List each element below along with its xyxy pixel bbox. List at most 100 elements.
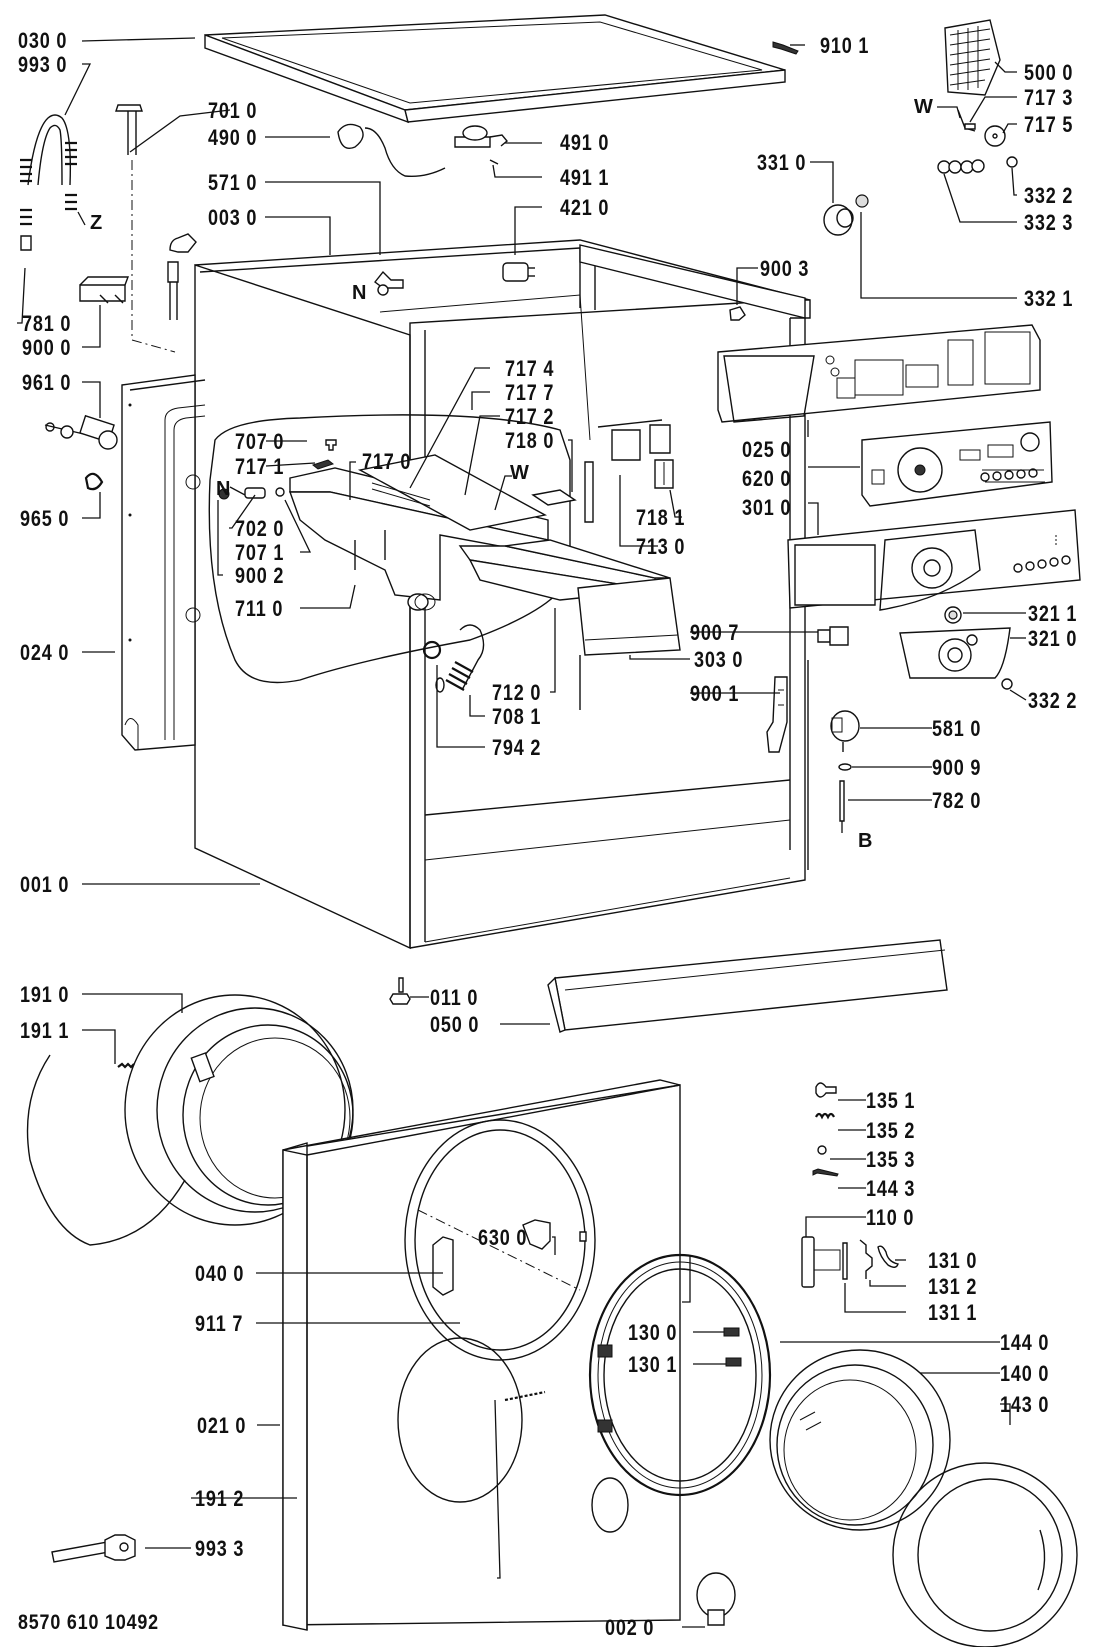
door-glass-part[interactable]	[770, 1350, 950, 1530]
part-label-782-0[interactable]: 782 0	[932, 788, 982, 813]
part-label-581-0[interactable]: 581 0	[932, 716, 982, 741]
part-label-717-5[interactable]: 717 5	[1024, 112, 1074, 137]
part-label-003-0[interactable]: 003 0	[208, 205, 258, 230]
part-label-331-0[interactable]: 331 0	[757, 150, 807, 175]
part-label-630-0[interactable]: 630 0	[478, 1225, 528, 1250]
part-label-781-0[interactable]: 781 0	[22, 311, 72, 336]
part-label-135-1[interactable]: 135 1	[866, 1088, 916, 1113]
part-label-140-0[interactable]: 140 0	[1000, 1361, 1050, 1386]
part-label-191-1[interactable]: 191 1	[20, 1018, 70, 1043]
part-label-900-2[interactable]: 900 2	[235, 563, 285, 588]
part-label-491-0[interactable]: 491 0	[560, 130, 610, 155]
clip-900-3-part[interactable]	[730, 307, 745, 320]
part-label-332-2-bottom[interactable]: 332 2	[1028, 688, 1078, 713]
door-handle-part[interactable]	[802, 1237, 898, 1287]
part-label-620-0[interactable]: 620 0	[742, 466, 792, 491]
dispenser-housing-part[interactable]	[290, 455, 548, 658]
part-label-332-2-top[interactable]: 332 2	[1024, 183, 1074, 208]
part-label-025-0[interactable]: 025 0	[742, 437, 792, 462]
door-hinge-part[interactable]	[433, 1237, 453, 1295]
bracket-717-3-part[interactable]	[958, 110, 1005, 146]
part-label-491-1[interactable]: 491 1	[560, 165, 610, 190]
part-label-144-3[interactable]: 144 3	[866, 1176, 916, 1201]
valve-part[interactable]	[503, 263, 535, 281]
part-label-701-0[interactable]: 701 0	[208, 98, 258, 123]
part-label-711-0[interactable]: 711 0	[235, 596, 284, 621]
part-label-332-1[interactable]: 332 1	[1024, 286, 1074, 311]
flap-part[interactable]	[533, 420, 673, 522]
part-label-900-1[interactable]: 900 1	[690, 681, 740, 706]
part-label-571-0[interactable]: 571 0	[208, 170, 258, 195]
part-label-993-0[interactable]: 993 0	[18, 52, 68, 77]
part-label-130-1[interactable]: 130 1	[628, 1352, 678, 1377]
handle-small-parts[interactable]	[813, 1083, 838, 1176]
main-module-part[interactable]	[945, 20, 1000, 95]
knob-adapter-part[interactable]	[856, 195, 868, 207]
part-label-900-3[interactable]: 900 3	[760, 256, 810, 281]
part-label-900-0[interactable]: 900 0	[22, 335, 72, 360]
filter-block-part[interactable]	[455, 126, 507, 164]
part-label-002-0[interactable]: 002 0	[605, 1615, 655, 1640]
part-label-717-1[interactable]: 717 1	[235, 454, 285, 479]
part-label-708-1[interactable]: 708 1	[492, 704, 542, 729]
knob-ring-321-1-part[interactable]	[945, 607, 961, 623]
part-label-191-2[interactable]: 191 2	[195, 1486, 245, 1511]
part-label-900-7[interactable]: 900 7	[690, 620, 740, 645]
part-label-001-0[interactable]: 001 0	[20, 872, 70, 897]
part-label-717-7[interactable]: 717 7	[505, 380, 555, 405]
part-label-321-0[interactable]: 321 0	[1028, 626, 1078, 651]
part-label-712-0[interactable]: 712 0	[492, 680, 542, 705]
button-332-2-part[interactable]	[1002, 679, 1012, 689]
part-label-993-3[interactable]: 993 3	[195, 1536, 245, 1561]
part-label-050-0[interactable]: 050 0	[430, 1012, 480, 1037]
buttons-332-part[interactable]	[938, 157, 1017, 173]
door-outer-frame-part[interactable]	[893, 1463, 1077, 1647]
part-label-040-0[interactable]: 040 0	[195, 1261, 245, 1286]
part-label-303-0[interactable]: 303 0	[694, 647, 744, 672]
control-panel-frame-part[interactable]	[718, 325, 1040, 422]
part-label-131-2[interactable]: 131 2	[928, 1274, 978, 1299]
part-label-702-0[interactable]: 702 0	[235, 516, 285, 541]
part-label-717-4[interactable]: 717 4	[505, 356, 555, 381]
screw-910-part[interactable]	[773, 42, 798, 54]
part-label-110-0[interactable]: 110 0	[866, 1205, 915, 1230]
part-label-135-2[interactable]: 135 2	[866, 1118, 916, 1143]
door-hook-parts[interactable]	[724, 1328, 741, 1366]
part-label-321-1[interactable]: 321 1	[1028, 601, 1078, 626]
part-label-500-0[interactable]: 500 0	[1024, 60, 1074, 85]
clip-900-7-part[interactable]	[818, 627, 848, 645]
part-label-707-0[interactable]: 707 0	[235, 429, 285, 454]
clip-900-1-part[interactable]	[767, 677, 787, 752]
top-cover-part[interactable]	[205, 15, 785, 122]
hose-set-part[interactable]	[20, 115, 128, 303]
ring-965-part[interactable]	[86, 474, 102, 489]
part-label-030-0[interactable]: 030 0	[18, 28, 68, 53]
part-label-011-0[interactable]: 011 0	[430, 985, 479, 1010]
part-label-143-0[interactable]: 143 0	[1000, 1392, 1050, 1417]
part-label-021-0[interactable]: 021 0	[197, 1413, 247, 1438]
part-label-191-0[interactable]: 191 0	[20, 982, 70, 1007]
part-label-900-9[interactable]: 900 9	[932, 755, 982, 780]
part-label-024-0[interactable]: 024 0	[20, 640, 70, 665]
drain-hose-part[interactable]	[436, 625, 484, 692]
front-control-panel-part[interactable]	[788, 510, 1080, 610]
shock-absorber-part[interactable]	[45, 416, 117, 449]
part-label-717-2[interactable]: 717 2	[505, 404, 555, 429]
door-lock-part[interactable]	[523, 1220, 550, 1249]
plinth-part[interactable]	[548, 940, 947, 1032]
seal-spring-part[interactable]	[118, 1064, 134, 1067]
detergent-drawer-part[interactable]	[460, 540, 680, 655]
part-label-130-0[interactable]: 130 0	[628, 1320, 678, 1345]
part-label-421-0[interactable]: 421 0	[560, 195, 610, 220]
front-panel-part[interactable]	[283, 1080, 680, 1630]
part-label-717-0[interactable]: 717 0	[362, 449, 412, 474]
drain-filter-part[interactable]	[697, 1573, 735, 1625]
part-label-707-1[interactable]: 707 1	[235, 540, 285, 565]
electronic-board-part[interactable]	[862, 422, 1052, 506]
part-label-713-0[interactable]: 713 0	[636, 534, 686, 559]
part-label-144-0[interactable]: 144 0	[1000, 1330, 1050, 1355]
door-spring-part[interactable]	[505, 1392, 545, 1400]
door-seal-part[interactable]	[125, 995, 353, 1225]
adjustable-foot-part[interactable]	[390, 978, 410, 1004]
pressure-switch-part[interactable]	[831, 711, 859, 821]
